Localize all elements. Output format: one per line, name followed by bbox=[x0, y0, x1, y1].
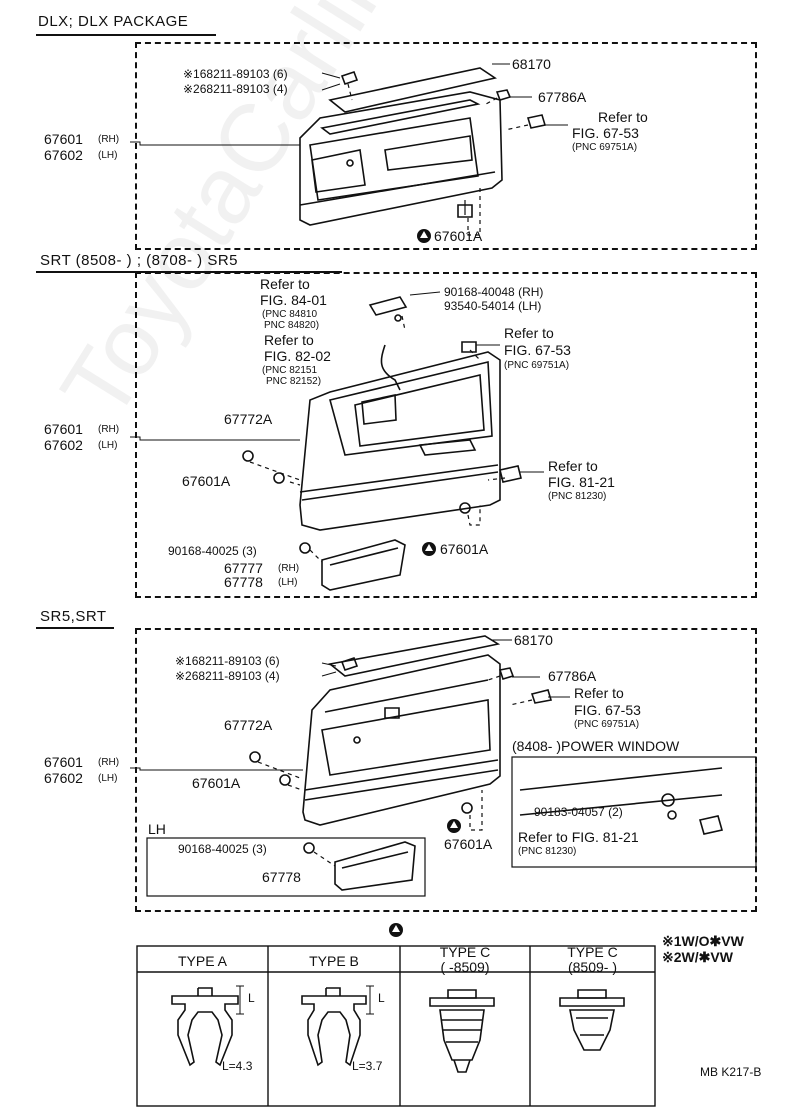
power-window-inset bbox=[511, 756, 757, 868]
type-b-header: TYPE B bbox=[309, 953, 359, 969]
srt-section-header: SRT (8508- ) ; (8708- ) SR5 bbox=[40, 252, 239, 269]
type-a-header: TYPE A bbox=[177, 953, 228, 969]
sr5-pw-clip: 90183-04057 (2) bbox=[534, 805, 623, 819]
type-c-early-header: TYPE C bbox=[439, 944, 491, 960]
sr5-pw-refer: Refer to FIG. 81-21 bbox=[518, 829, 639, 845]
srt-part-67777: 67777 bbox=[224, 560, 263, 576]
legend-line-1: ※1W/O✱VW bbox=[662, 933, 744, 949]
srt-bolt-rh: 90168-40048 (RH) bbox=[444, 285, 544, 299]
srt-door-panel bbox=[242, 296, 522, 591]
type-a-dimension: L=4.3 bbox=[222, 1059, 253, 1073]
footer-code: MB K217-B bbox=[700, 1065, 762, 1079]
type-a-dim-letter: L bbox=[248, 991, 255, 1005]
srt-refer2-pnc2: PNC 82152) bbox=[266, 376, 322, 387]
sr5-door-panel bbox=[249, 635, 553, 826]
lh-inset bbox=[146, 837, 426, 897]
srt-part-67778: 67778 bbox=[224, 574, 263, 590]
srt-screw: 90168-40025 (3) bbox=[168, 544, 257, 558]
type-a-clip-drawing bbox=[171, 985, 244, 1067]
sr5-pw-pnc: (PNC 81230) bbox=[518, 846, 577, 857]
srt-part-rh-tag: (RH) bbox=[98, 424, 120, 435]
dlx-part-67601a: 67601A bbox=[434, 228, 483, 244]
legend-line-2: ※2W/✱VW bbox=[662, 949, 733, 965]
srt-refer4-pnc: (PNC 81230) bbox=[548, 491, 607, 502]
dlx-section-frame bbox=[135, 42, 757, 250]
sr5-part-lh: 67602 bbox=[44, 770, 83, 786]
type-c-late-range: (8509- ) bbox=[567, 959, 618, 975]
dlx-refer-pnc: (PNC 69751A) bbox=[572, 142, 638, 153]
dlx-part-67786a: 67786A bbox=[538, 89, 587, 105]
dlx-part-lh: 67602 bbox=[44, 147, 83, 163]
type-b-dim-letter: L bbox=[378, 991, 385, 1005]
srt-header-underline bbox=[36, 271, 342, 273]
sr5-part-68170: 68170 bbox=[514, 632, 553, 648]
dlx-part-rh: 67601 bbox=[44, 131, 83, 147]
srt-refer2-fig: FIG. 82-02 bbox=[264, 348, 331, 364]
srt-refer3-fig: FIG. 67-53 bbox=[504, 342, 571, 358]
type-c-late-clip-drawing bbox=[559, 989, 625, 1051]
sr5-part-67601a-left: 67601A bbox=[192, 775, 241, 791]
dlx-door-panel bbox=[299, 67, 547, 226]
dlx-part-rh-tag: (RH) bbox=[98, 134, 120, 145]
srt-refer2-text: Refer to bbox=[264, 332, 314, 348]
srt-refer3-text: Refer to bbox=[504, 325, 554, 341]
srt-part-lh-tag: (LH) bbox=[98, 440, 118, 451]
dlx-part-68170: 68170 bbox=[512, 56, 551, 72]
sr5-refer-pnc: (PNC 69751A) bbox=[574, 719, 640, 730]
srt-section-frame bbox=[135, 272, 757, 598]
dlx-refer-text: Refer to bbox=[598, 109, 648, 125]
srt-part-67777-tag: (RH) bbox=[278, 563, 300, 574]
sr5-part-rh-tag: (RH) bbox=[98, 757, 120, 768]
srt-refer1-pnc1: (PNC 84810 bbox=[262, 309, 318, 320]
sr5-refer-text: Refer to bbox=[574, 685, 624, 701]
triangle-markers bbox=[389, 229, 461, 937]
srt-part-67601a-left: 67601A bbox=[182, 473, 231, 489]
dlx-header-underline bbox=[36, 34, 216, 36]
srt-refer1-text: Refer to bbox=[260, 276, 310, 292]
srt-part-lh: 67602 bbox=[44, 437, 83, 453]
sr5-part-67601a: 67601A bbox=[444, 836, 493, 852]
sr5-part-67786a: 67786A bbox=[548, 668, 597, 684]
srt-part-67772a: 67772A bbox=[224, 411, 273, 427]
dlx-note-1: ※168211-89103 (6) bbox=[183, 67, 288, 81]
sr5-section-header: SR5,SRT bbox=[40, 608, 107, 625]
dlx-note-2: ※268211-89103 (4) bbox=[183, 82, 288, 96]
sr5-header-underline bbox=[36, 627, 114, 629]
type-c-early-range: ( -8509) bbox=[440, 959, 490, 975]
type-c-early-clip-drawing bbox=[429, 989, 495, 1073]
dlx-refer-fig: FIG. 67-53 bbox=[572, 125, 639, 141]
srt-part-rh: 67601 bbox=[44, 421, 83, 437]
sr5-part-lh-tag: (LH) bbox=[98, 773, 118, 784]
dlx-section-header: DLX; DLX PACKAGE bbox=[38, 13, 189, 30]
sr5-note-1: ※168211-89103 (6) bbox=[175, 654, 280, 668]
type-c-late-header: TYPE C bbox=[567, 944, 618, 960]
type-table-grid bbox=[136, 945, 656, 1107]
srt-part-67778-tag: (LH) bbox=[278, 577, 298, 588]
srt-part-67601a: 67601A bbox=[440, 541, 489, 557]
sr5-note-2: ※268211-89103 (4) bbox=[175, 669, 280, 683]
sr5-power-window-title: (8408- )POWER WINDOW bbox=[512, 738, 680, 754]
srt-refer3-pnc: (PNC 69751A) bbox=[504, 360, 570, 371]
sr5-part-rh: 67601 bbox=[44, 754, 83, 770]
sr5-lh-part: 67778 bbox=[262, 869, 301, 885]
srt-refer2-pnc1: (PNC 82151 bbox=[262, 365, 318, 376]
sr5-lh-title: LH bbox=[148, 821, 166, 837]
srt-bolt-lh: 93540-54014 (LH) bbox=[444, 299, 542, 313]
type-b-clip-drawing bbox=[301, 985, 374, 1067]
srt-refer1-fig: FIG. 84-01 bbox=[260, 292, 327, 308]
sr5-part-67772a: 67772A bbox=[224, 717, 273, 733]
srt-refer1-pnc2: PNC 84820) bbox=[264, 320, 320, 331]
sr5-lh-screw: 90168-40025 (3) bbox=[178, 842, 267, 856]
dlx-part-lh-tag: (LH) bbox=[98, 150, 118, 161]
srt-refer4-text: Refer to bbox=[548, 458, 598, 474]
sr5-section-frame bbox=[135, 628, 757, 912]
type-b-dimension: L=3.7 bbox=[352, 1059, 383, 1073]
sr5-refer-fig: FIG. 67-53 bbox=[574, 702, 641, 718]
srt-refer4-fig: FIG. 81-21 bbox=[548, 474, 615, 490]
